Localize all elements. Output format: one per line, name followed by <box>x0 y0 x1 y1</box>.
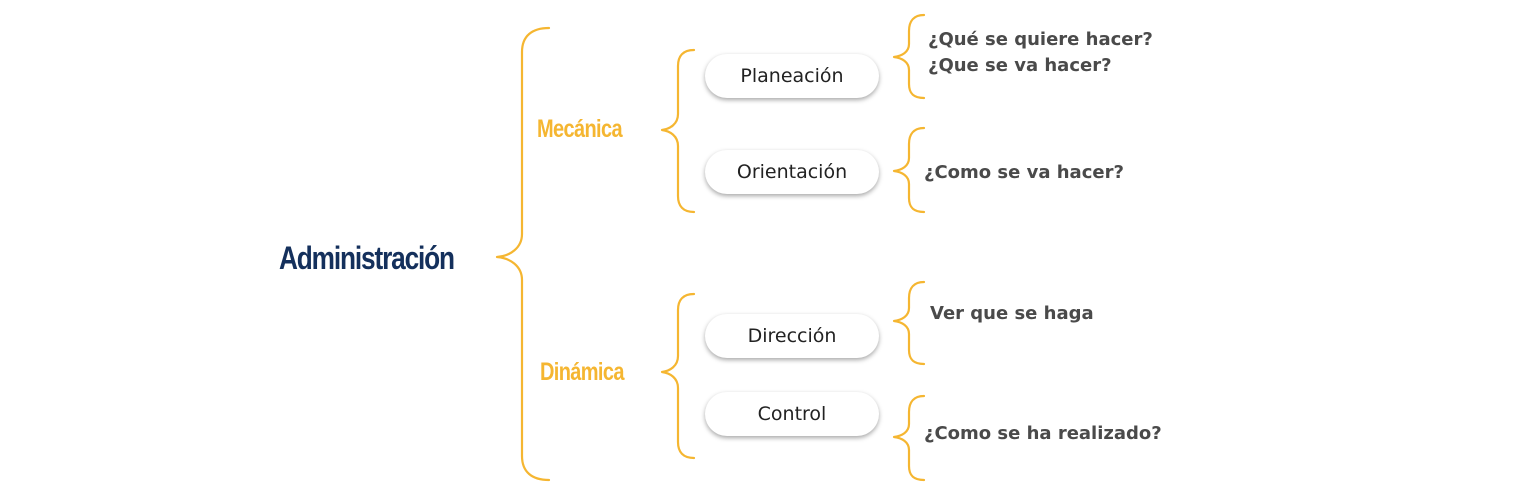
node-direccion: Dirección <box>705 314 879 358</box>
dinamica-bracket <box>660 292 696 460</box>
answer-planeacion-2: ¿Que se va hacer? <box>928 55 1112 76</box>
node-orientacion-label: Orientación <box>736 161 848 183</box>
node-orientacion: Orientación <box>705 150 879 194</box>
node-control-label: Control <box>757 403 827 425</box>
control-answer-bracket <box>892 394 926 482</box>
mecanica-bracket <box>660 48 696 214</box>
orientacion-answer-bracket <box>892 126 926 214</box>
answer-orientacion: ¿Como se va hacer? <box>924 162 1124 183</box>
category-mecanica: Mecánica <box>537 115 623 143</box>
category-dinamica: Dinámica <box>540 358 624 386</box>
answer-planeacion-1: ¿Qué se quiere hacer? <box>928 29 1153 50</box>
planeacion-answer-bracket <box>892 13 926 100</box>
answer-direccion: Ver que se haga <box>930 303 1094 324</box>
node-planeacion: Planeación <box>705 54 879 98</box>
answer-control: ¿Como se ha realizado? <box>924 423 1162 444</box>
node-direccion-label: Dirección <box>747 325 837 347</box>
node-control: Control <box>705 392 879 436</box>
root-label: Administración <box>279 240 455 276</box>
direccion-answer-bracket <box>892 280 926 366</box>
root-bracket <box>495 26 551 482</box>
node-planeacion-label: Planeación <box>740 65 844 87</box>
